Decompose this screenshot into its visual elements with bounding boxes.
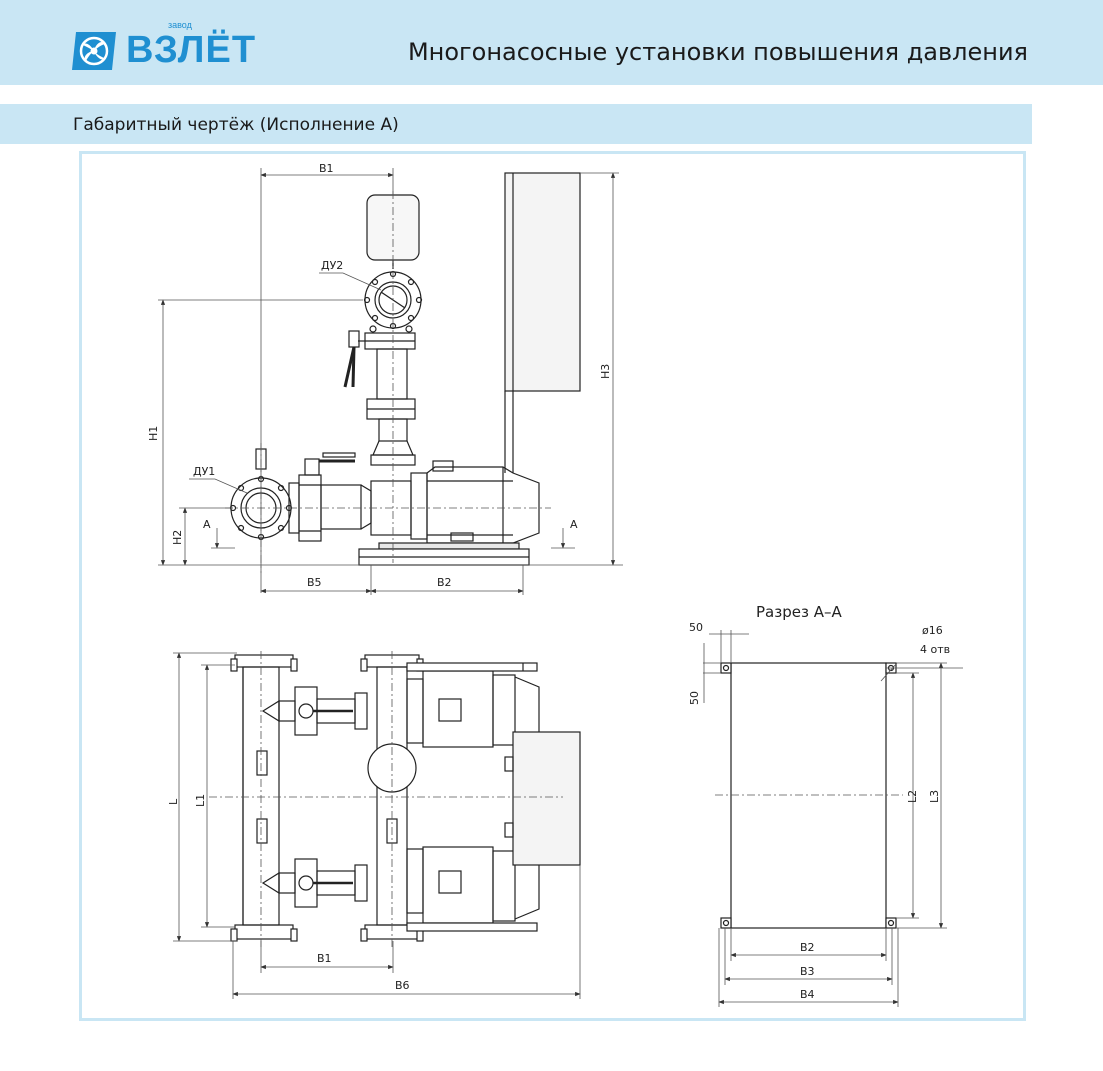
logo-small-text: завод xyxy=(168,20,192,30)
label-h2: H2 xyxy=(171,530,184,545)
top-banner: завод ВЗЛЁТ Многонасосные установки повы… xyxy=(0,0,1103,85)
label-b3: B3 xyxy=(800,965,815,978)
drawing-frame: B1 ДУ2 ДУ1 H1 H2 H3 A A B5 B2 L L1 B1 B6… xyxy=(79,151,1026,1021)
label-b4: B4 xyxy=(800,988,815,1001)
logo-wordmark: ВЗЛЁТ xyxy=(126,29,257,71)
section-dimensions xyxy=(703,630,963,1007)
section-aa-title: Разрез А–А xyxy=(756,603,842,621)
top-view xyxy=(230,654,581,942)
label-l1: L1 xyxy=(194,794,207,807)
label-h3: H3 xyxy=(599,364,612,379)
label-l2: L2 xyxy=(906,790,919,803)
label-du1: ДУ1 xyxy=(193,465,215,478)
label-b2-front: B2 xyxy=(437,576,452,589)
label-b5: B5 xyxy=(307,576,322,589)
label-holes-count: 4 отв xyxy=(920,643,950,656)
label-l: L xyxy=(167,798,180,805)
page-title: Многонасосные установки повышения давлен… xyxy=(407,38,1028,66)
dimension-drawing: B1 ДУ2 ДУ1 H1 H2 H3 A A B5 B2 L L1 B1 B6… xyxy=(147,162,963,1007)
section-aa xyxy=(720,662,897,929)
drawing-labels: B1 ДУ2 ДУ1 H1 H2 H3 A A B5 B2 L L1 B1 B6… xyxy=(147,162,950,1001)
label-b2-section: B2 xyxy=(800,941,815,954)
label-l3: L3 xyxy=(928,790,941,803)
label-hole-diameter: ø16 xyxy=(922,624,943,637)
front-view xyxy=(229,172,581,566)
top-dimensions xyxy=(173,651,581,999)
vzljot-logo: завод ВЗЛЁТ xyxy=(72,20,255,76)
label-b1-top: B1 xyxy=(317,952,332,965)
front-dimensions xyxy=(158,168,623,595)
label-a-left: A xyxy=(203,518,211,531)
label-b1-front: B1 xyxy=(319,162,334,175)
label-du2: ДУ2 xyxy=(321,259,343,272)
label-h1: H1 xyxy=(147,426,160,441)
label-b6: B6 xyxy=(395,979,410,992)
label-a-right: A xyxy=(570,518,578,531)
label-50-side: 50 xyxy=(688,691,701,705)
section-bar: Габаритный чертёж (Исполнение А) xyxy=(0,104,1032,144)
label-50-top: 50 xyxy=(689,621,703,634)
section-title: Габаритный чертёж (Исполнение А) xyxy=(73,115,399,135)
fan-emblem-icon xyxy=(72,32,116,70)
